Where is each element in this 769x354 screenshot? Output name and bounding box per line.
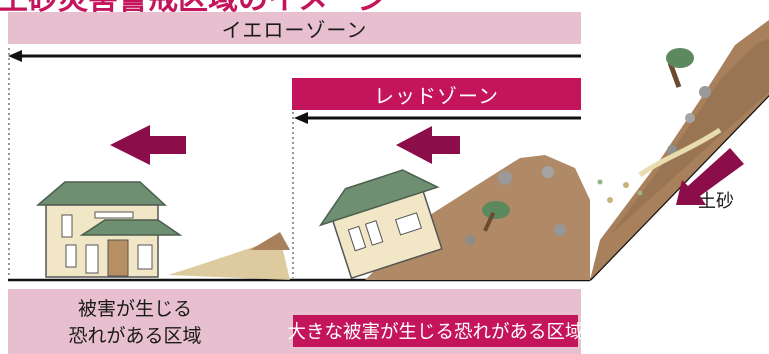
house-icon [35,181,183,278]
cut-off-title: 土砂災害警戒区域のイメージ [0,0,420,12]
tree-icon [666,48,694,88]
tilted-house-icon [318,169,443,280]
debris-mound-icon [365,155,590,280]
landslide-icon [590,20,769,280]
left-arrow-icon [396,126,460,164]
debris-flow-small [168,238,290,280]
yellow-zone-description: 被害が生じる 恐れがある区域 [20,296,250,350]
yellow-zone-extent-arrow [8,50,581,62]
yellow-zone-description-line2: 恐れがある区域 [68,325,202,347]
red-zone-bar: レッドゾーン [292,78,581,110]
left-arrow-icon [110,125,186,165]
yellow-zone-description-line1: 被害が生じる [77,298,192,320]
red-zone-extent-arrow [294,112,581,124]
yellow-zone-bar: イエローゾーン [8,12,581,44]
debris-label: 土砂 [698,191,734,212]
cut-off-title-text: 土砂災害警戒区域のイメージ [0,0,387,12]
ground-line [8,94,769,282]
red-zone-description: 大きな被害が生じる恐れがある区域 [288,315,584,347]
